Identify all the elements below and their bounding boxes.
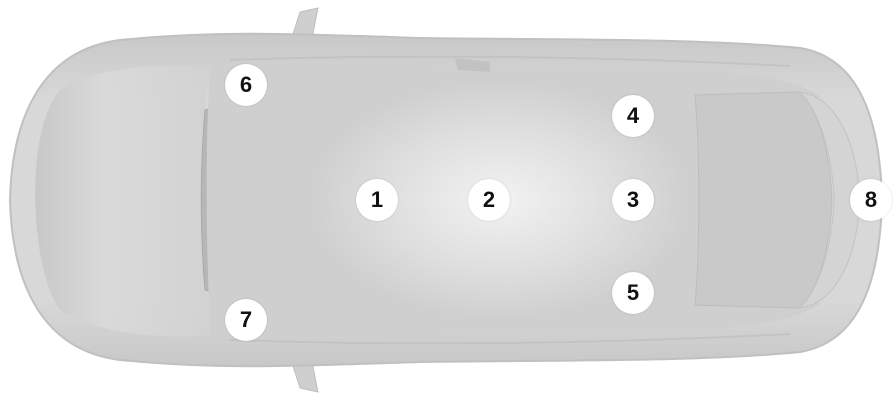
- position-marker-7: 7: [225, 299, 267, 341]
- position-marker-3: 3: [612, 179, 654, 221]
- rear-window: [695, 92, 832, 308]
- position-marker-8: 8: [850, 179, 892, 221]
- position-marker-4: 4: [612, 95, 654, 137]
- position-marker-6: 6: [225, 64, 267, 106]
- position-marker-1: 1: [356, 179, 398, 221]
- hood: [35, 66, 210, 336]
- position-marker-2: 2: [468, 179, 510, 221]
- position-marker-5: 5: [612, 272, 654, 314]
